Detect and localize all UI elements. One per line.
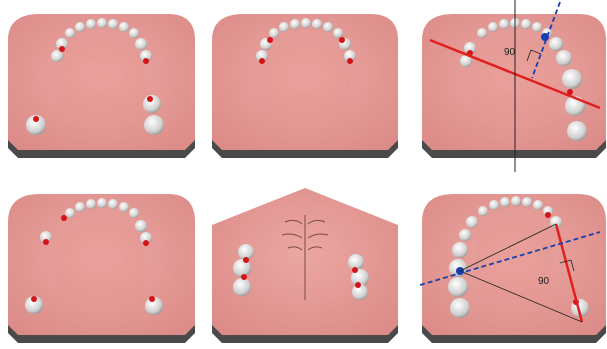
tooth	[466, 216, 478, 228]
tooth	[97, 18, 107, 28]
tooth	[86, 19, 96, 29]
panel-6: 90	[420, 194, 606, 343]
tooth	[119, 22, 129, 32]
panel-2	[212, 14, 398, 158]
palate-shading	[260, 40, 350, 120]
rest-marker	[355, 282, 361, 288]
rest-marker	[149, 296, 155, 302]
tooth	[269, 28, 279, 38]
palate-shading	[55, 220, 145, 305]
tooth	[65, 28, 75, 38]
rest-marker	[143, 58, 149, 64]
tooth	[500, 197, 510, 207]
tooth	[450, 298, 470, 318]
tooth	[301, 18, 311, 28]
tooth	[323, 22, 333, 32]
tooth	[499, 19, 509, 29]
tooth	[97, 198, 107, 208]
tooth	[477, 28, 487, 38]
tooth	[533, 200, 543, 210]
palate-shading	[475, 221, 553, 300]
tooth	[129, 28, 139, 38]
tooth	[75, 202, 85, 212]
tooth	[233, 278, 251, 296]
panel-1	[8, 14, 195, 158]
tooth	[135, 220, 147, 232]
tooth	[108, 199, 118, 209]
angle-label: 90	[504, 47, 516, 58]
tooth	[522, 197, 532, 207]
tooth	[119, 202, 129, 212]
tooth	[532, 22, 542, 32]
panel-5	[212, 188, 398, 343]
tooth	[452, 242, 468, 258]
panel-3: 90	[422, 0, 606, 172]
rest-marker	[143, 240, 149, 246]
tooth	[459, 229, 471, 241]
tooth	[478, 206, 488, 216]
rest-marker	[267, 37, 273, 43]
rest-marker	[352, 267, 358, 273]
tooth	[129, 208, 139, 218]
tooth	[448, 277, 468, 297]
angle-label: 90	[538, 276, 550, 287]
tooth	[521, 19, 531, 29]
tooth	[75, 22, 85, 32]
tooth	[333, 28, 343, 38]
rest-marker	[59, 46, 65, 52]
tooth	[144, 115, 164, 135]
rest-marker	[347, 58, 353, 64]
tooth	[86, 199, 96, 209]
tooth	[279, 22, 289, 32]
rest-marker	[31, 296, 37, 302]
tooth	[556, 50, 572, 66]
palate-shading	[55, 40, 145, 120]
rest-marker	[241, 274, 247, 280]
rest-marker	[545, 212, 551, 218]
tooth	[489, 200, 499, 210]
rest-marker	[147, 96, 153, 102]
rest-marker	[339, 37, 345, 43]
tooth	[312, 19, 322, 29]
tooth	[135, 38, 147, 50]
tooth	[567, 121, 587, 141]
tooth	[290, 19, 300, 29]
rest-marker	[33, 116, 39, 122]
rest-marker	[259, 58, 265, 64]
tooth	[511, 196, 521, 206]
tooth	[108, 19, 118, 29]
rest-marker	[243, 257, 249, 263]
rest-marker	[43, 239, 49, 245]
tooth	[562, 69, 582, 89]
panel-4	[8, 194, 195, 343]
tooth	[488, 22, 498, 32]
tooth	[549, 37, 563, 51]
rest-marker	[61, 215, 67, 221]
